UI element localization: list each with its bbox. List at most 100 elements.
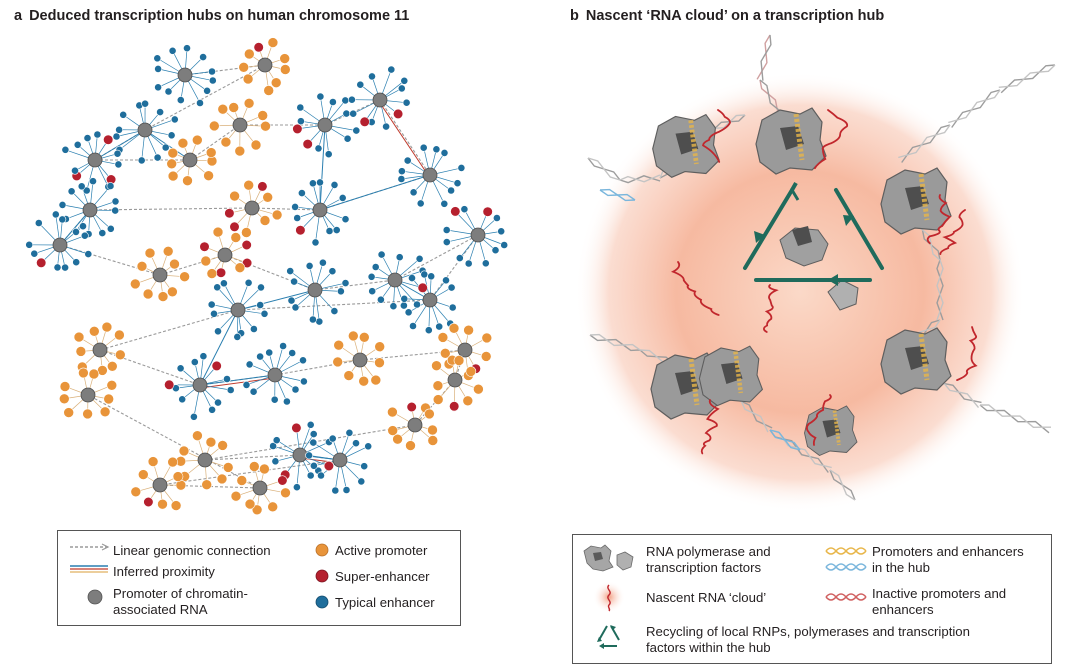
typical-enhancer-node <box>349 109 358 118</box>
car-promoter-node <box>87 152 103 168</box>
super-enhancer-symbol <box>315 569 329 583</box>
typical-enhancer-node <box>106 182 115 190</box>
car-promoter-node <box>230 302 246 318</box>
typical-enhancer-node <box>256 301 265 309</box>
dna-strand <box>898 64 1056 163</box>
typical-enhancer-node <box>297 189 306 197</box>
car-promoter-node <box>457 342 473 358</box>
active-promoter-node <box>89 325 100 337</box>
typical-enhancer-node <box>233 332 242 341</box>
typical-enhancer-node <box>309 430 318 438</box>
active-promoter-node <box>209 120 220 132</box>
typical-enhancer-node <box>448 303 457 312</box>
typical-enhancer-node <box>80 231 89 240</box>
typical-enhancer-node <box>328 434 337 443</box>
active-promoter-node <box>78 367 89 379</box>
typical-enhancer-node <box>309 461 318 470</box>
typical-enhancer-node <box>457 163 466 172</box>
typical-enhancer-node <box>51 210 60 219</box>
active-promoter-node <box>167 456 178 468</box>
active-promoter-node <box>481 332 493 344</box>
super-enhancer-node <box>36 257 47 268</box>
car-promoter-node <box>422 167 438 183</box>
typical-enhancer-node <box>460 205 469 214</box>
active-promoter-node <box>244 498 256 510</box>
nascent-rna <box>805 394 832 446</box>
active-promoter-node <box>99 406 111 418</box>
typical-enhancer-node <box>210 309 218 318</box>
typical-enhancer-node <box>167 131 176 140</box>
typical-enhancer-node <box>98 229 107 237</box>
active-promoter-node <box>257 110 269 121</box>
active-promoter-node <box>169 258 180 270</box>
typical-enhancer-node <box>270 395 279 404</box>
typical-enhancer-node <box>315 317 324 326</box>
typical-enhancer-node <box>79 222 87 231</box>
typical-enhancer-node <box>199 352 208 361</box>
transcription-hub-network <box>25 37 509 516</box>
super-enhancer-node <box>449 401 460 412</box>
active-promoter-node <box>138 469 149 480</box>
typical-enhancer-node <box>34 219 43 227</box>
polymerase-complex <box>880 327 952 395</box>
typical-enhancer-node <box>352 126 361 135</box>
typical-enhancer-node <box>249 387 258 396</box>
typical-enhancer-node <box>183 44 191 53</box>
legend-inactive-line1: Inactive promoters and <box>872 586 1007 601</box>
typical-enhancer-node <box>288 349 297 357</box>
typical-enhancer-node <box>336 287 345 296</box>
typical-enhancer-node <box>111 197 120 206</box>
car-promoter-node <box>244 200 260 216</box>
typical-enhancer-node <box>377 250 386 259</box>
active-promoter-node <box>437 332 449 343</box>
polymerase-symbol <box>583 544 634 572</box>
rna-cloud-illustration <box>575 34 1056 512</box>
typical-enhancer-node <box>154 83 162 92</box>
legend-active-promoter: Active promoter <box>335 543 428 558</box>
typical-enhancer-node <box>397 167 406 176</box>
typical-enhancer-node <box>291 303 300 312</box>
typical-enhancer-node <box>119 110 128 119</box>
active-promoter-node <box>249 461 260 472</box>
super-enhancer-node <box>292 123 303 134</box>
typical-enhancer-node <box>77 182 86 191</box>
car-promoter-node <box>217 247 233 263</box>
nascent-rna <box>670 261 720 316</box>
typical-enhancer-node <box>387 65 396 74</box>
active-promoter-node <box>392 433 403 445</box>
active-promoter-node <box>462 395 474 407</box>
nascent-rna <box>700 399 720 455</box>
typical-enhancer-node <box>71 166 79 175</box>
active-promoter-node <box>107 360 118 372</box>
car-promoter-node <box>177 67 193 83</box>
typical-enhancer-node <box>137 156 146 165</box>
typical-enhancer-node <box>82 186 91 195</box>
typical-enhancer-node <box>113 149 122 158</box>
typical-enhancer-node <box>115 125 123 134</box>
active-promoter-node <box>439 347 451 359</box>
typical-enhancer-node <box>328 98 337 106</box>
typical-enhancer-node <box>402 98 411 107</box>
typical-enhancer-node <box>242 380 251 389</box>
active-promoter-node <box>172 471 184 482</box>
car-promoter-node <box>137 122 153 138</box>
typical-enhancer-node <box>314 144 323 153</box>
car-promoter-node <box>92 342 108 358</box>
active-promoter-node <box>162 246 174 257</box>
typical-enhancer-node <box>403 156 412 165</box>
active-promoter-node <box>241 227 252 238</box>
super-enhancer-node <box>302 138 313 150</box>
super-enhancer-node <box>224 208 235 219</box>
typical-enhancer-node <box>178 395 187 404</box>
typical-enhancer-node <box>244 278 253 287</box>
car-promoter-node <box>372 92 388 108</box>
active-promoter-node <box>347 330 359 342</box>
typical-enhancer-node <box>153 54 162 63</box>
typical-enhancer-node <box>404 308 413 317</box>
typical-enhancer-node <box>447 283 456 292</box>
active-promoter-node <box>206 268 218 279</box>
typical-enhancer-node <box>419 143 428 152</box>
typical-enhancer-node <box>106 224 115 233</box>
car-promoter-node <box>307 282 323 298</box>
